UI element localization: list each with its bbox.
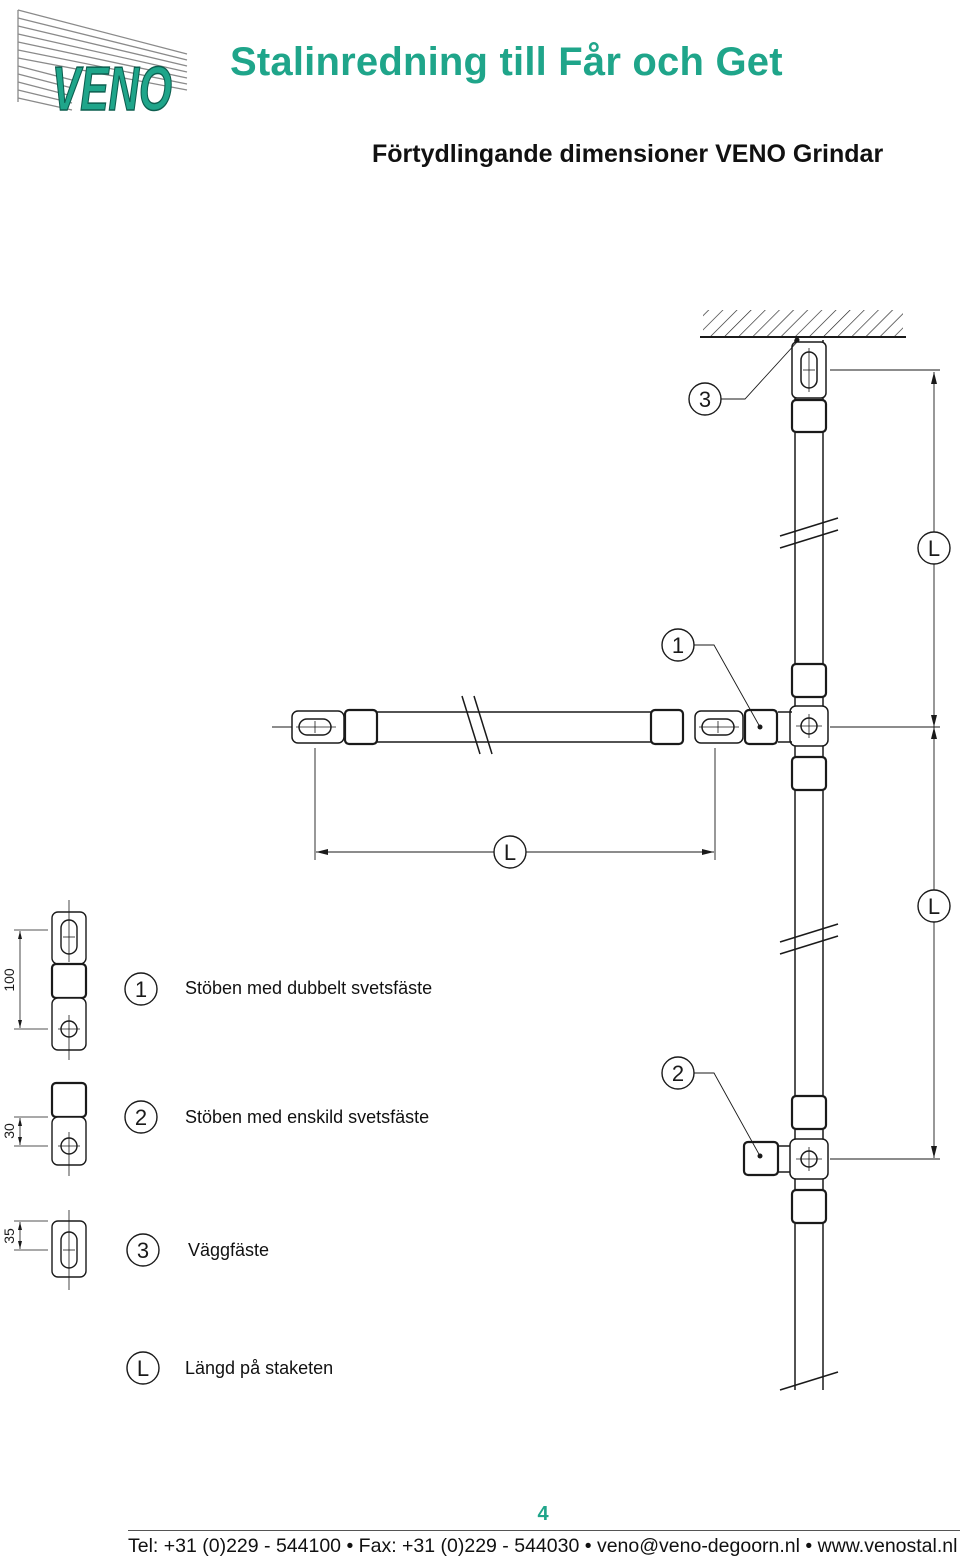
- callout-1-label: 1: [672, 633, 684, 658]
- dim-arrow-right: [702, 849, 714, 855]
- pipe-end-cut: [779, 1371, 839, 1391]
- legend-label-2: Stöben med enskild svetsfäste: [185, 1107, 430, 1127]
- legend-number-2: 2: [135, 1105, 147, 1130]
- legend-label-3: Väggfäste: [188, 1240, 270, 1260]
- dim-arrow-mid-down: [931, 727, 937, 739]
- clamp-block-lower: [790, 755, 828, 792]
- callout-length-vertical-upper: [917, 531, 951, 565]
- assembly-drawing: 3 1 2 L L L: [1, 310, 951, 1391]
- legend-part-2-drawing: [14, 1081, 88, 1176]
- leader-2: [694, 1072, 761, 1157]
- page-title: Stalinredning till Får och Get: [230, 40, 783, 84]
- callout-2-label: 2: [672, 1061, 684, 1086]
- leader-3: [721, 341, 798, 400]
- legend-number-1: 1: [135, 977, 147, 1002]
- clamp-block-bottom-upper: [790, 1094, 828, 1131]
- legend-dim-30: 30: [1, 1123, 17, 1139]
- legend-label-L: Längd på staketen: [185, 1358, 334, 1378]
- length-label-vertical-upper: L: [928, 536, 940, 561]
- dim-arrow-left: [316, 849, 328, 855]
- legend-dim-35: 35: [1, 1228, 17, 1244]
- logo-lettering: VENO: [52, 55, 172, 124]
- legend-label-1: Stöben med dubbelt svetsfäste: [185, 978, 433, 998]
- clamp-block-bottom-lower: [790, 1188, 828, 1225]
- legend-dim-100: 100: [1, 968, 17, 992]
- footer-divider: [128, 1530, 960, 1531]
- callout-2-bubble: [661, 1056, 695, 1090]
- double-weld-casting: [789, 705, 829, 747]
- callout-1-bubble: [661, 628, 695, 662]
- dim-arrow-mid-up: [931, 715, 937, 727]
- callout-3-dot: [794, 337, 800, 343]
- length-label-horizontal: L: [504, 840, 516, 865]
- clamp-block-upper: [790, 662, 828, 699]
- dim-arrow-top: [931, 372, 937, 384]
- vertical-pipe: [794, 340, 824, 1390]
- legend-part-3-drawing: [14, 1210, 87, 1290]
- wall-bracket-part: [790, 341, 828, 434]
- legend-bubble-3: [126, 1233, 160, 1267]
- length-label-vertical-lower: L: [928, 894, 940, 919]
- legend-bubble-1: [124, 972, 158, 1006]
- callout-3-label: 3: [699, 387, 711, 412]
- legend-bubble-2: [124, 1100, 158, 1134]
- logo-stripes: [17, 9, 188, 111]
- dim-arrow-bottom: [931, 1146, 937, 1158]
- horizontal-joint-bracket: [649, 708, 792, 746]
- pipe-break-lower: [779, 923, 839, 955]
- legend-part-1-drawing: [14, 900, 88, 1060]
- horizontal-end-bracket: [291, 708, 379, 746]
- callout-length-horizontal: [493, 835, 527, 869]
- horizontal-pipe: [375, 711, 655, 743]
- horizontal-pipe-break: [461, 695, 493, 755]
- page-subtitle: Förtydlingande dimensioner VENO Grindar: [372, 140, 884, 168]
- pipe-break-upper: [779, 517, 839, 549]
- legend-number-3: 3: [137, 1238, 149, 1263]
- callout-3-bubble: [688, 382, 722, 416]
- leader-1: [694, 644, 761, 728]
- callout-length-vertical-lower: [917, 889, 951, 923]
- legend-number-L: L: [137, 1356, 149, 1381]
- page-number: 4: [537, 1503, 549, 1525]
- legend-bubble-L: [126, 1351, 160, 1385]
- ceiling-hatch: [703, 310, 903, 336]
- veno-logo: VENO: [17, 9, 188, 125]
- footer-contact: Tel: +31 (0)229 - 544100 • Fax: +31 (0)2…: [128, 1535, 958, 1557]
- single-weld-casting: [742, 1138, 829, 1180]
